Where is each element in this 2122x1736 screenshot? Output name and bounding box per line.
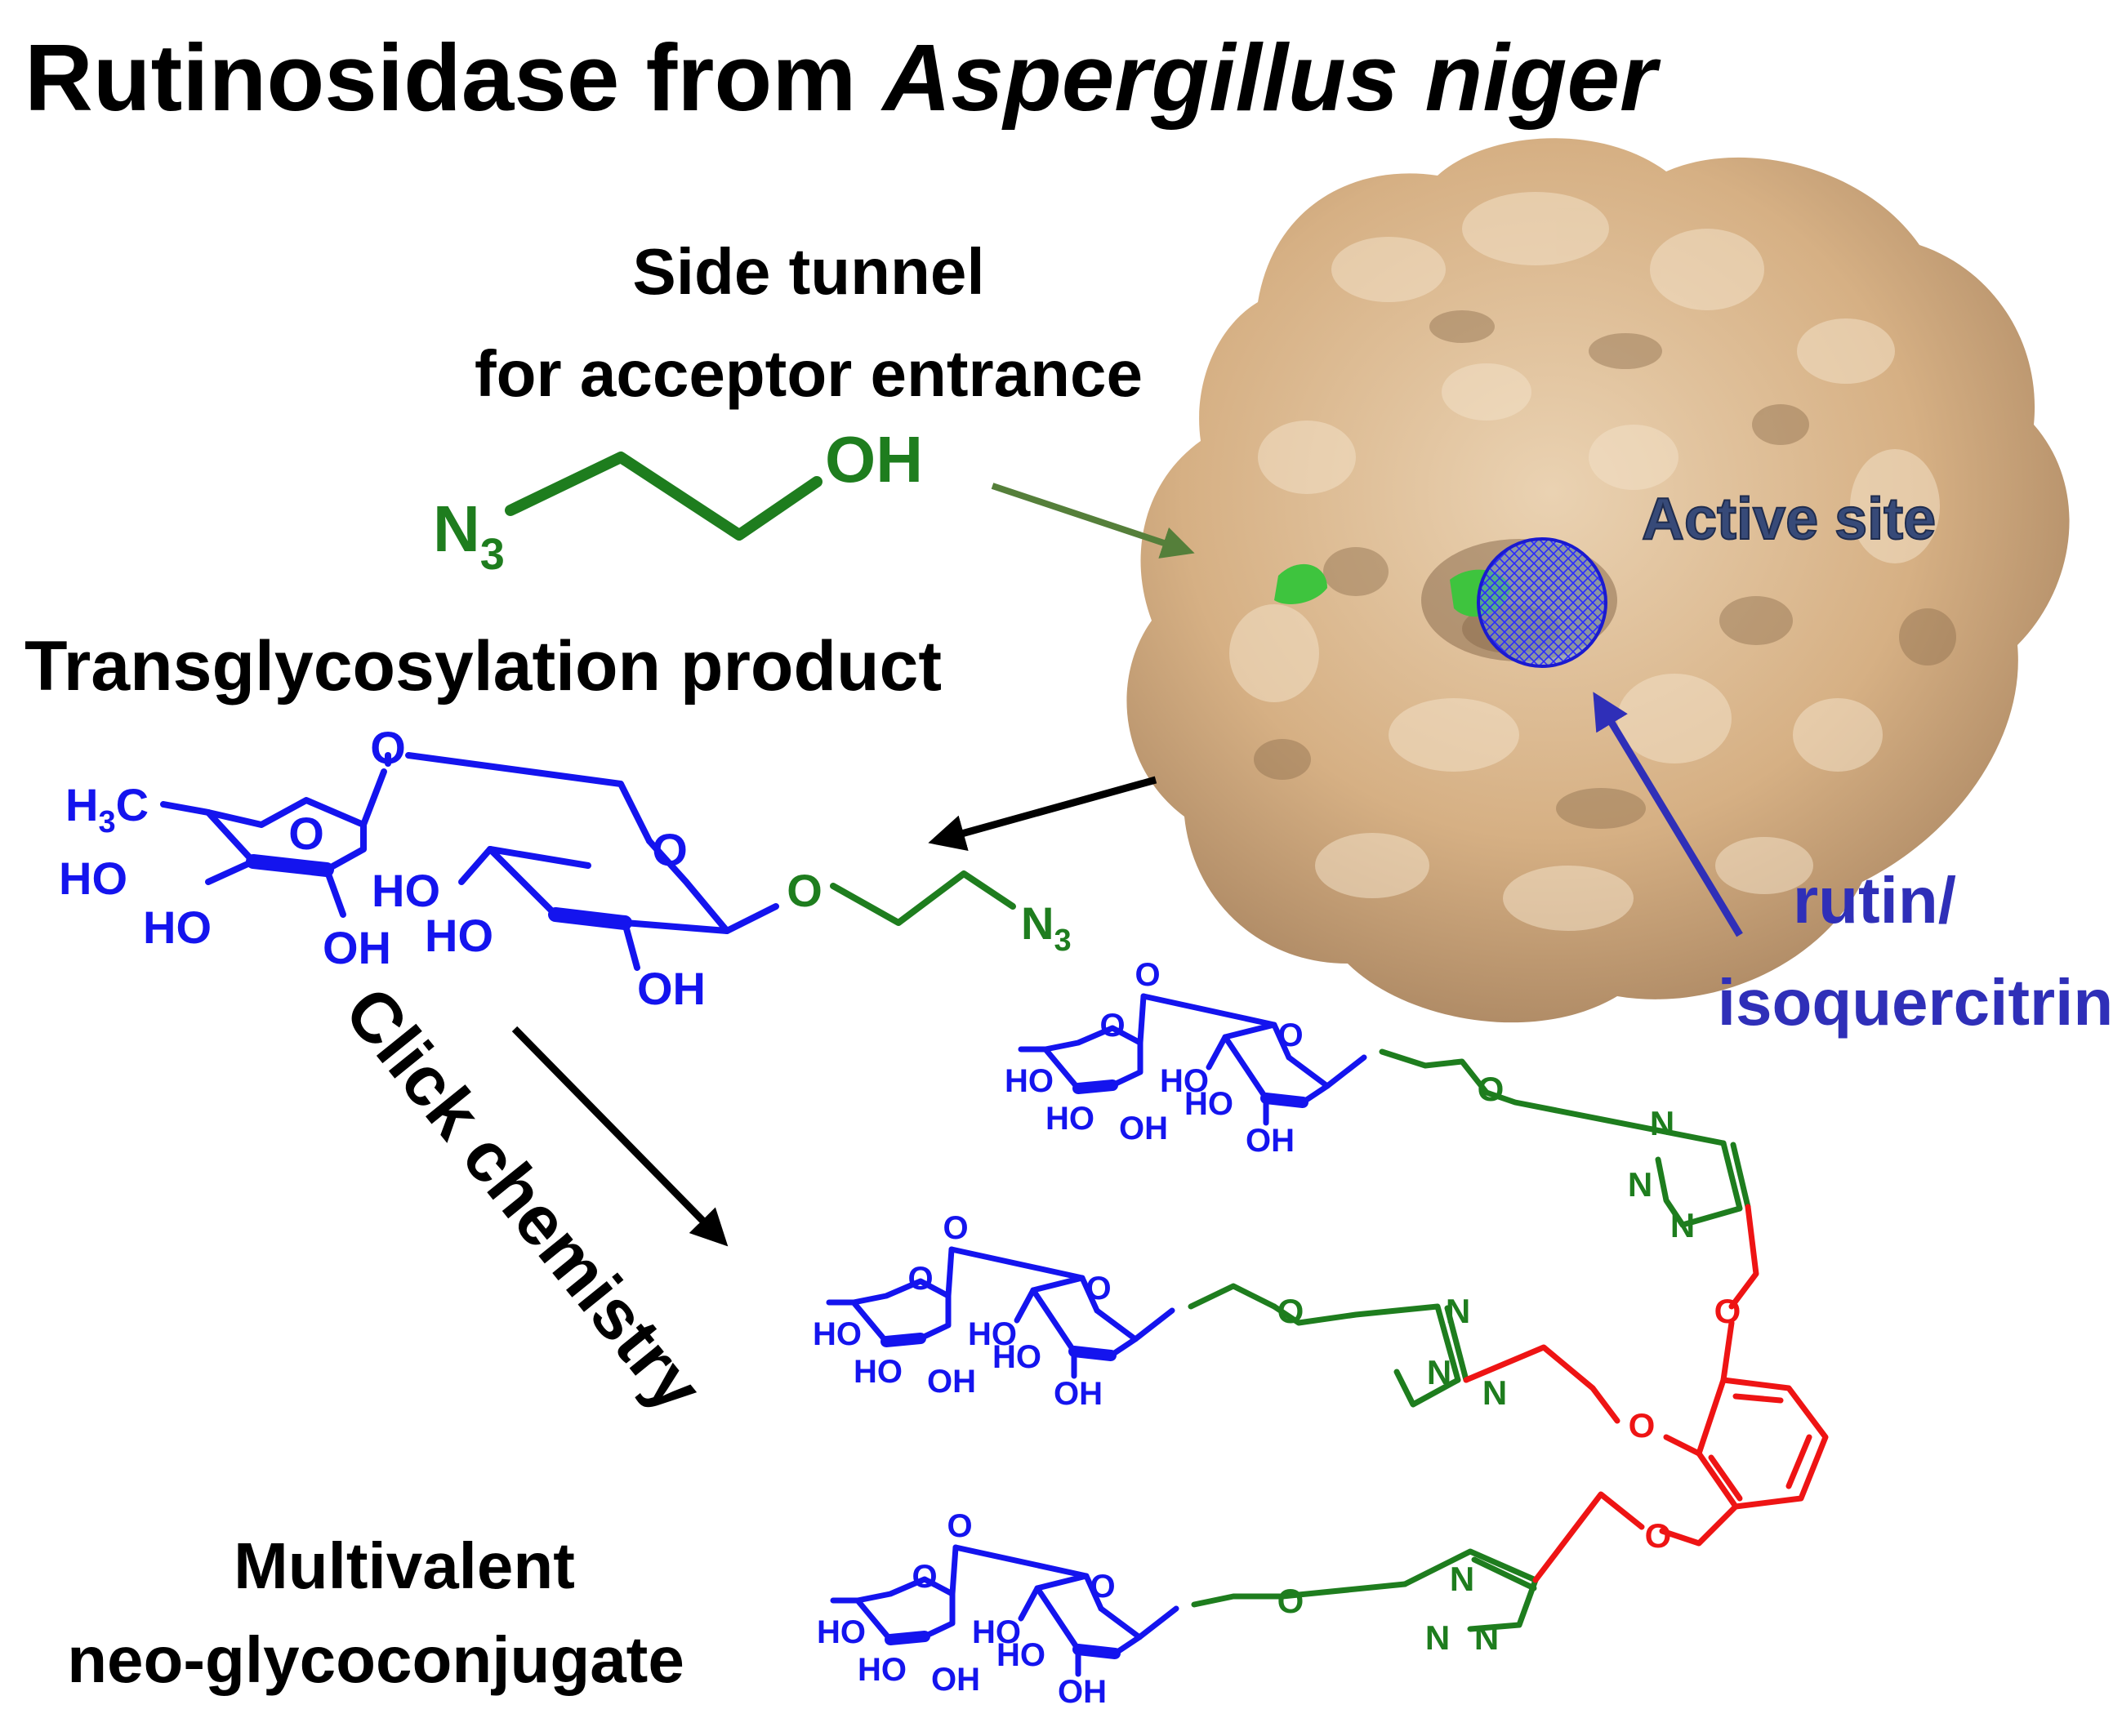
triazole-n1: N bbox=[1446, 1292, 1470, 1330]
multivalent-label-line1: Multivalent bbox=[234, 1529, 575, 1602]
glycosidic-oxygen: O bbox=[370, 722, 406, 773]
side-tunnel-label-line1: Side tunnel bbox=[632, 235, 984, 308]
triazole-n2: N bbox=[1425, 1618, 1450, 1657]
transglycosylation-product: O O O O H3C HO HO OH HO HO OH N3 bbox=[59, 722, 1072, 1014]
triazole-n2: N bbox=[1628, 1165, 1652, 1204]
acceptor-azidoethanol: OH N3 bbox=[433, 423, 923, 579]
glycoside-unit-bottom bbox=[817, 1508, 1176, 1710]
triazole-n1: N bbox=[1650, 1104, 1674, 1142]
glc-ho-label: HO bbox=[425, 910, 493, 961]
acceptor-azide: N3 bbox=[433, 492, 505, 579]
glc-ho-label: HO bbox=[372, 865, 440, 916]
ether-oxygen: O bbox=[1645, 1516, 1672, 1555]
triazole-n3: N bbox=[1482, 1373, 1507, 1412]
rha-oh-label: OH bbox=[323, 922, 391, 973]
rha-ho-label: HO bbox=[143, 901, 212, 953]
title-main: Rutinosidase from bbox=[25, 24, 883, 131]
protein-surface bbox=[1126, 138, 2070, 1023]
side-tunnel-label-line2: for acceptor entrance bbox=[475, 337, 1143, 410]
product-azide: N3 bbox=[1021, 897, 1072, 958]
linker-oxygen: O bbox=[1277, 1582, 1304, 1620]
donor-entry-arrow bbox=[1593, 692, 1743, 937]
rha-ho-label: HO bbox=[59, 852, 127, 904]
glc-ring-oxygen: O bbox=[652, 824, 688, 875]
rha-ring-oxygen: O bbox=[288, 808, 324, 859]
linker-oxygen: O bbox=[787, 865, 822, 916]
page-title: Rutinosidase from Aspergillus niger bbox=[25, 24, 1661, 131]
glc-oh-label: OH bbox=[637, 963, 706, 1014]
ether-oxygen: O bbox=[1629, 1406, 1656, 1444]
glycoside-unit-middle bbox=[813, 1210, 1172, 1412]
active-site-sphere bbox=[1477, 537, 1607, 668]
title-species: Aspergillus niger bbox=[880, 24, 1661, 131]
triazole-n1: N bbox=[1450, 1560, 1474, 1598]
linker-oxygen: O bbox=[1277, 1292, 1304, 1330]
ether-oxygen: O bbox=[1714, 1292, 1741, 1330]
triazole-n3: N bbox=[1670, 1206, 1695, 1244]
methyl-group: H3C bbox=[65, 779, 149, 839]
tunnel-entrance-marker bbox=[1274, 563, 1327, 604]
donor-label-line2: isoquercitrin bbox=[1718, 966, 2114, 1039]
click-chemistry-arrow bbox=[511, 1026, 729, 1247]
acceptor-entry-arrow bbox=[991, 483, 1195, 559]
glycoside-unit-top bbox=[1005, 957, 1364, 1159]
product-release-arrow bbox=[928, 776, 1157, 852]
triazole-n3: N bbox=[1474, 1618, 1499, 1657]
active-site-label: Active site bbox=[1642, 487, 1936, 552]
donor-label-line1: rutin/ bbox=[1793, 864, 1956, 937]
acceptor-oh: OH bbox=[825, 423, 923, 496]
neo-glycoconjugate: O N N N O O N N N O O N N N O bbox=[813, 957, 1829, 1710]
transglycosylation-label: Transglycosylation product bbox=[25, 627, 942, 706]
triazole-n2: N bbox=[1427, 1353, 1451, 1391]
multivalent-label-line2: neo-glycoconjugate bbox=[67, 1623, 684, 1696]
linker-oxygen: O bbox=[1478, 1070, 1505, 1108]
